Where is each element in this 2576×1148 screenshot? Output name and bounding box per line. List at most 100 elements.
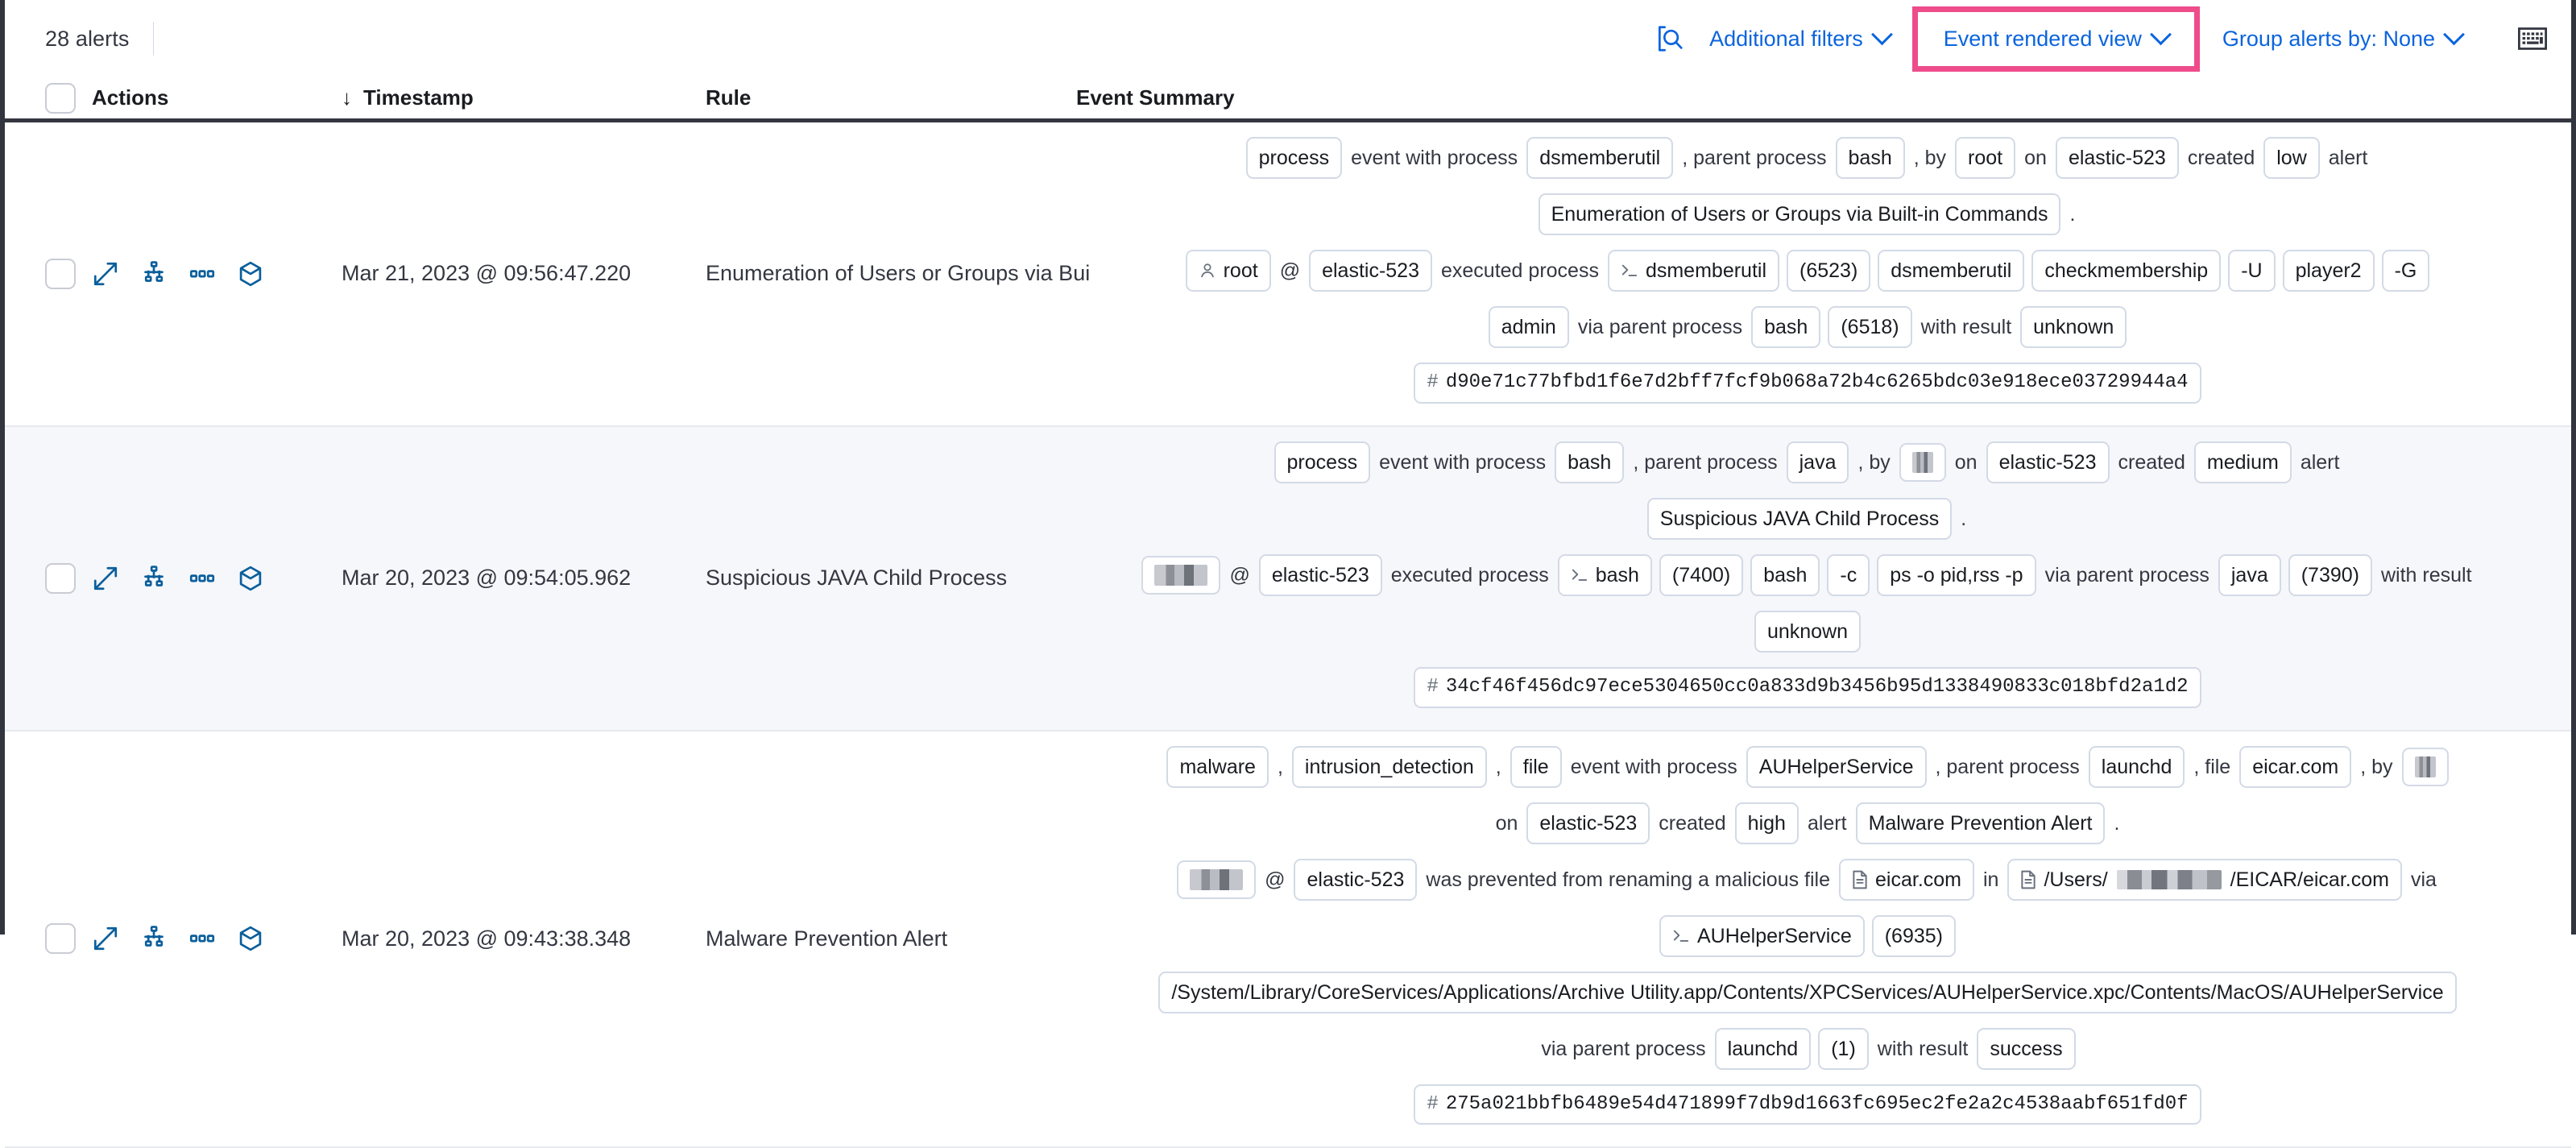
hash-icon: # [1427,371,1439,393]
summary-pill-redacted-user[interactable] [1141,555,1221,595]
more-actions-icon[interactable] [188,260,216,288]
redaction-icon [2116,869,2222,889]
header-timestamp-cell[interactable]: ↓ Timestamp [342,85,706,110]
summary-pill[interactable]: Enumeration of Users or Groups via Built… [1538,193,2061,235]
select-all-checkbox[interactable] [45,82,76,114]
summary-text: . [2069,203,2076,226]
session-view-icon[interactable] [237,565,264,592]
session-view-icon[interactable] [237,925,264,952]
summary-pill[interactable]: bash [1835,137,1905,179]
row-rule-name[interactable]: Enumeration of Users or Groups via Bui [706,261,1091,286]
header-rule[interactable]: Rule [706,85,752,110]
summary-text: alert [2328,147,2368,169]
summary-pill[interactable]: process [1274,441,1371,483]
group-alerts-by-button[interactable]: Group alerts by: None [2208,20,2476,58]
summary-pill[interactable]: /System/Library/CoreServices/Application… [1158,971,2457,1013]
row-select-checkbox[interactable] [45,258,76,289]
summary-pill-file[interactable]: eicar.com [1839,858,1974,901]
event-rendered-view-button[interactable]: Event rendered view [1929,20,2183,58]
row-select-checkbox[interactable] [45,562,76,594]
summary-pill-redacted-user[interactable] [1899,442,1946,482]
summary-pill[interactable]: -U [2228,250,2276,292]
summary-pill[interactable]: launchd [2088,745,2185,788]
row-timestamp: Mar 20, 2023 @ 09:54:05.962 [342,566,632,591]
summary-pill[interactable]: (6523) [1787,250,1871,292]
summary-text: alert [2300,450,2340,474]
summary-pill[interactable]: unknown [1754,610,1862,653]
summary-pill[interactable]: elastic-523 [1294,858,1418,901]
summary-pill-process[interactable]: bash [1557,553,1652,596]
table-row[interactable]: Mar 20, 2023 @ 09:54:05.962 Suspicious JA… [5,426,2571,731]
summary-pill[interactable]: root [1955,137,2016,179]
summary-pill[interactable]: (1) [1818,1027,1869,1070]
summary-pill-hash[interactable]: #275a021bbfb6489e54d471899f7db9d1663fc69… [1414,1084,2201,1125]
summary-pill[interactable]: bash [1555,441,1625,483]
summary-pill[interactable]: success [1977,1027,2076,1070]
row-rule-name[interactable]: Malware Prevention Alert [706,926,948,951]
summary-pill[interactable]: file [1510,745,1562,788]
summary-pill[interactable]: elastic-523 [1986,441,2110,483]
analyzer-icon[interactable] [140,925,168,952]
inspect-icon[interactable] [1655,23,1685,54]
summary-pill[interactable]: elastic-523 [1526,802,1650,844]
summary-pill[interactable]: admin [1488,306,1569,348]
summary-pill[interactable]: process [1245,137,1343,179]
expand-icon[interactable] [92,260,119,288]
more-actions-icon[interactable] [188,565,216,592]
alerts-table: Actions ↓ Timestamp Rule Event Summary M… [5,77,2571,1148]
summary-pill[interactable]: java [1786,441,1849,483]
additional-filters-button[interactable]: Additional filters [1695,20,1904,58]
summary-pill[interactable]: java [2218,553,2281,596]
summary-pill[interactable]: eicar.com [2239,745,2352,788]
summary-text: executed process [1441,259,1599,282]
summary-pill-process[interactable]: dsmemberutil [1607,250,1780,292]
analyzer-icon[interactable] [140,565,168,592]
summary-pill[interactable]: bash [1750,553,1820,596]
summary-pill-hash[interactable]: #d90e71c77bfbd1f6e7d2bff7fcf9b068a72b4c6… [1414,363,2201,404]
summary-pill[interactable]: player2 [2282,250,2375,292]
analyzer-icon[interactable] [140,260,168,288]
summary-pill[interactable]: elastic-523 [1309,250,1432,292]
summary-pill[interactable]: low [2263,137,2320,179]
summary-pill[interactable]: AUHelperService [1746,745,1927,788]
summary-pill[interactable]: elastic-523 [2055,137,2179,179]
summary-pill[interactable]: medium [2193,441,2292,483]
summary-pill[interactable]: -G [2381,250,2430,292]
summary-pill[interactable]: unknown [2020,306,2127,348]
summary-pill-user[interactable]: root [1185,250,1271,292]
summary-pill[interactable]: (7390) [2288,553,2372,596]
summary-pill-file-path-redacted[interactable]: /Users//EICAR/eicar.com [2007,858,2402,901]
summary-pill-redacted-user[interactable] [1177,860,1257,899]
summary-pill-hash[interactable]: #34cf46f456dc97ece5304650cc0a833d9b3456b… [1414,666,2201,708]
summary-pill[interactable]: (7400) [1659,553,1744,596]
summary-pill[interactable]: Suspicious JAVA Child Process [1646,497,1953,540]
summary-pill[interactable]: (6518) [1828,306,1912,348]
summary-pill[interactable]: (6935) [1871,914,1956,957]
keyboard-icon[interactable] [2518,27,2547,50]
summary-pill[interactable]: malware [1166,745,1269,788]
summary-pill[interactable]: bash [1751,306,1821,348]
row-rule-name[interactable]: Suspicious JAVA Child Process [706,566,1008,591]
summary-pill[interactable]: intrusion_detection [1291,745,1487,788]
summary-pill[interactable]: -c [1827,553,1870,596]
expand-icon[interactable] [92,565,119,592]
summary-pill[interactable]: dsmemberutil [1878,250,2025,292]
row-select-checkbox[interactable] [45,923,76,955]
summary-pill[interactable]: checkmembership [2031,250,2222,292]
summary-pill[interactable]: elastic-523 [1258,553,1382,596]
more-actions-icon[interactable] [188,925,216,952]
summary-pill-process[interactable]: AUHelperService [1659,914,1865,957]
summary-pill-redacted-user[interactable] [2401,747,2449,786]
summary-pill[interactable]: Malware Prevention Alert [1855,802,2106,844]
session-view-icon[interactable] [237,260,264,288]
summary-pill[interactable]: ps -o pid,rss -p [1877,553,2036,596]
summary-pill[interactable]: launchd [1714,1027,1812,1070]
expand-icon[interactable] [92,925,119,952]
summary-pill[interactable]: high [1734,802,1799,844]
summary-text: . [2114,811,2120,835]
summary-pill[interactable]: dsmemberutil [1526,137,1674,179]
